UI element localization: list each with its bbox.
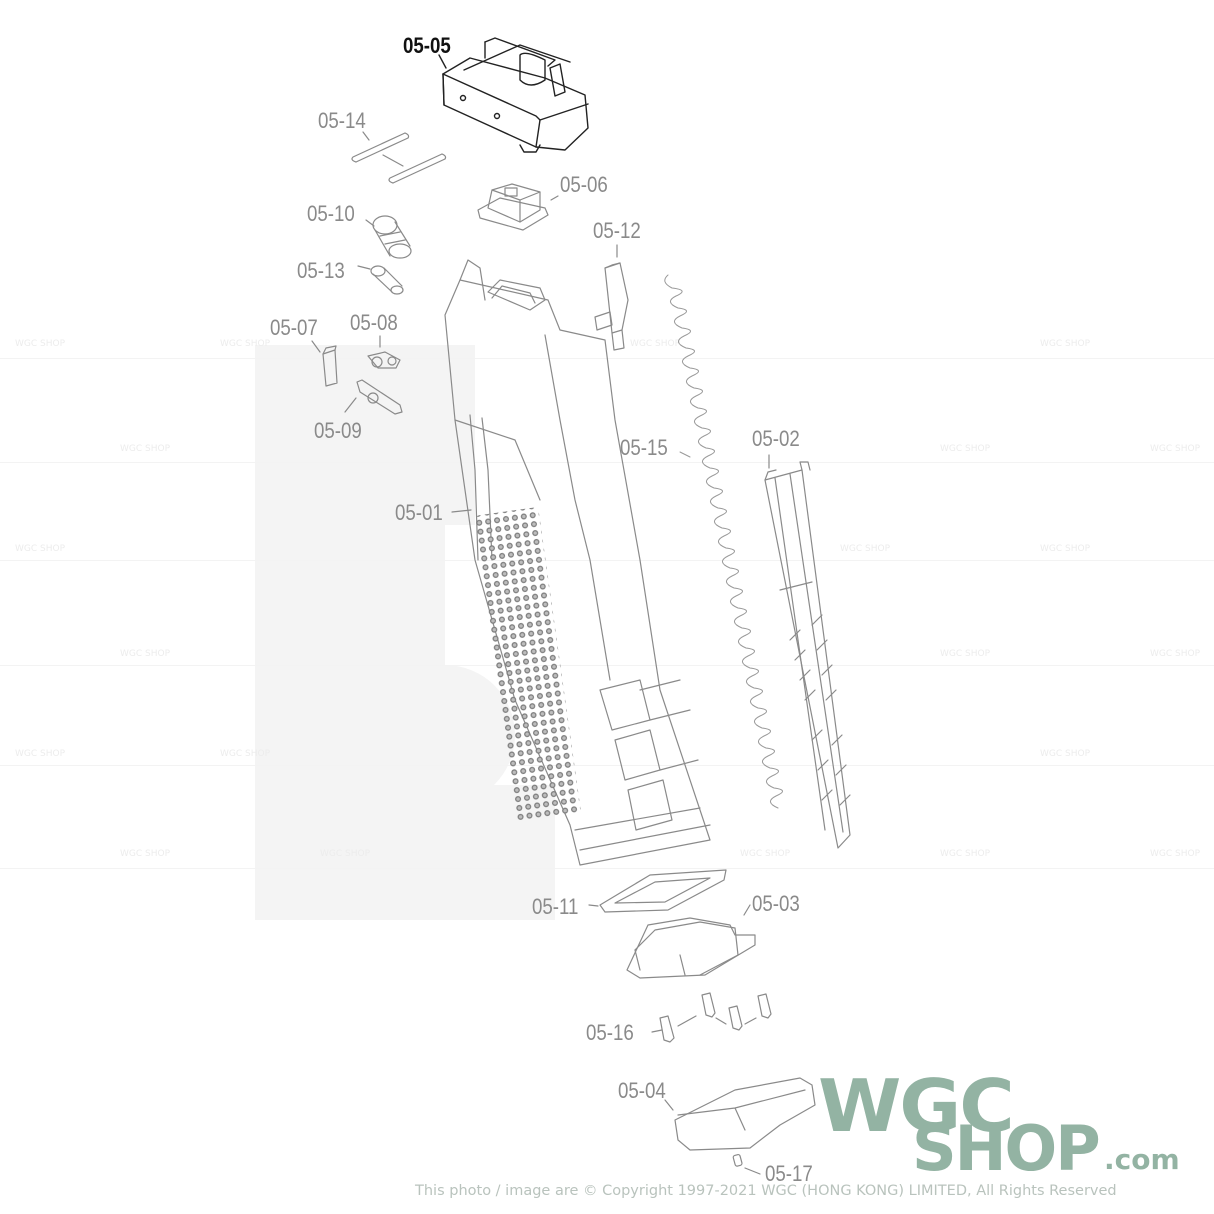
label-05-09: 05-09 xyxy=(314,418,362,443)
label-05-16: 05-16 xyxy=(586,1020,634,1045)
watermark: WGC SHOP xyxy=(1040,749,1091,759)
part-05-07-drawing xyxy=(311,340,338,387)
part-05-13-drawing xyxy=(357,265,404,295)
watermark: WGC SHOP xyxy=(940,649,991,659)
label-05-02: 05-02 xyxy=(752,426,800,451)
part-05-05-drawing xyxy=(438,37,589,153)
watermark: WGC SHOP xyxy=(1150,444,1201,454)
label-05-07: 05-07 xyxy=(270,315,318,340)
label-05-06: 05-06 xyxy=(560,172,608,197)
part-05-16-drawing xyxy=(651,992,772,1043)
label-05-13: 05-13 xyxy=(297,258,345,283)
watermark: WGC SHOP xyxy=(320,849,371,859)
watermark: WGC SHOP xyxy=(1150,649,1201,659)
label-05-12: 05-12 xyxy=(593,218,641,243)
part-05-12-drawing xyxy=(594,244,629,351)
background-silhouette xyxy=(255,665,515,805)
logo-com: .com xyxy=(1104,1143,1180,1176)
background-silhouette xyxy=(255,520,445,670)
label-05-08: 05-08 xyxy=(350,310,398,335)
part-05-14-drawing xyxy=(351,131,447,184)
part-05-01-drawing xyxy=(444,259,711,866)
watermark: WGC SHOP xyxy=(1040,544,1091,554)
watermark: WGC SHOP xyxy=(840,544,891,554)
watermark-line xyxy=(0,462,1214,463)
part-05-03-drawing xyxy=(626,904,756,979)
watermark: WGC SHOP xyxy=(1150,849,1201,859)
watermark: WGC SHOP xyxy=(220,749,271,759)
part-05-10-drawing xyxy=(365,215,412,259)
watermark: WGC SHOP xyxy=(1040,339,1091,349)
watermark: WGC SHOP xyxy=(120,444,171,454)
watermark-line xyxy=(0,560,1214,561)
part-05-01-grip-dots xyxy=(474,507,581,823)
background-silhouette xyxy=(255,785,555,920)
label-05-14: 05-14 xyxy=(318,108,366,133)
watermark: WGC SHOP xyxy=(940,849,991,859)
watermark: WGC SHOP xyxy=(120,649,171,659)
watermark: WGC SHOP xyxy=(15,544,66,554)
part-05-17-drawing xyxy=(732,1153,761,1175)
part-05-04-drawing xyxy=(664,1077,816,1151)
part-05-02-drawing xyxy=(764,454,851,849)
label-05-11: 05-11 xyxy=(532,894,579,919)
label-05-17: 05-17 xyxy=(765,1161,813,1186)
watermark-line xyxy=(0,765,1214,766)
label-05-15: 05-15 xyxy=(620,435,668,460)
logo-shop: SHOP xyxy=(912,1112,1101,1185)
watermark: WGC SHOP xyxy=(15,339,66,349)
part-05-09-drawing xyxy=(344,379,403,415)
watermark-line xyxy=(0,868,1214,869)
watermark: WGC SHOP xyxy=(630,339,681,349)
part-05-06-drawing xyxy=(477,183,559,231)
watermark: WGC SHOP xyxy=(940,444,991,454)
label-05-04: 05-04 xyxy=(618,1078,666,1103)
watermark: WGC SHOP xyxy=(740,849,791,859)
label-05-05: 05-05 xyxy=(403,33,451,58)
label-05-10: 05-10 xyxy=(307,201,355,226)
watermark: WGC SHOP xyxy=(120,849,171,859)
label-05-01: 05-01 xyxy=(395,500,443,525)
part-05-08-drawing xyxy=(367,335,401,369)
part-05-11-drawing xyxy=(588,869,727,913)
copyright-notice: This photo / image are © Copyright 1997-… xyxy=(415,1183,1117,1199)
background-silhouette xyxy=(255,345,475,525)
part-05-15-drawing xyxy=(664,274,783,809)
logo-wgc: WGC xyxy=(818,1064,1015,1148)
label-05-03: 05-03 xyxy=(752,891,800,916)
watermark: WGC SHOP xyxy=(15,749,66,759)
watermark: WGC SHOP xyxy=(220,339,271,349)
